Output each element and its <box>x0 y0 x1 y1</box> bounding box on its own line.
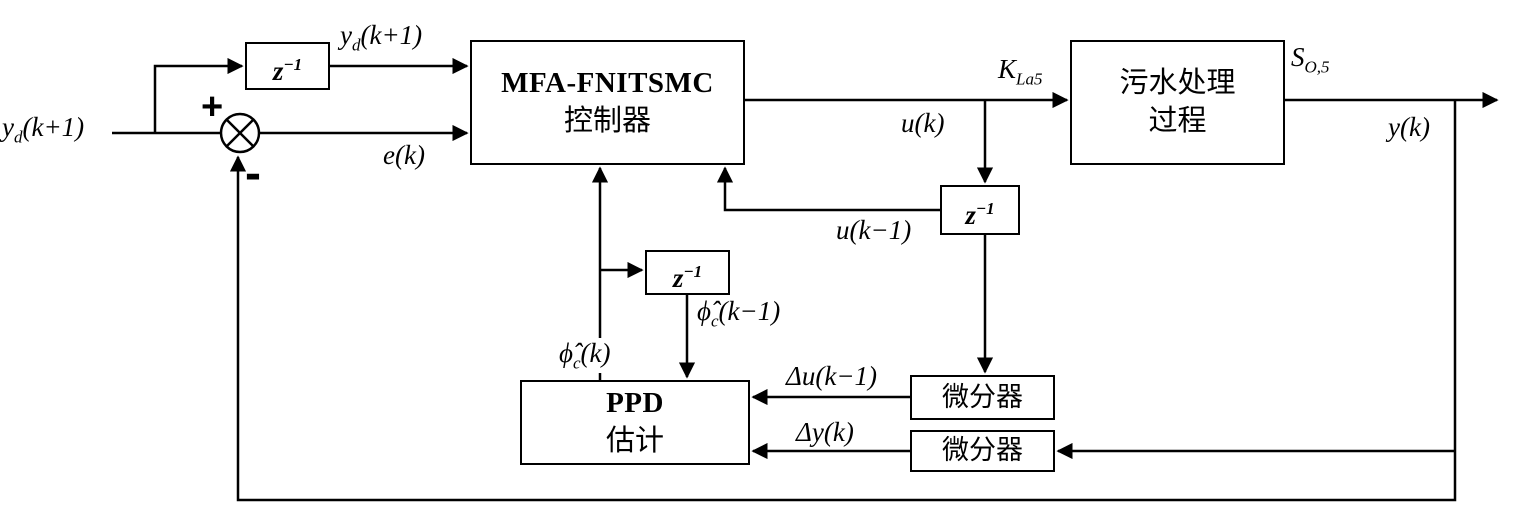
label-setpoint-input: yd(k+1) <box>2 112 85 147</box>
process-block: 污水处理 过程 <box>1070 40 1285 165</box>
delay-u-symbol: z <box>965 200 976 230</box>
line-setpoint-to-delay <box>153 57 244 133</box>
label-delta-u: Δu(k−1) <box>786 361 878 391</box>
process-name-line2: 过程 <box>1148 104 1207 137</box>
delay-yd-exponent: −1 <box>283 55 303 74</box>
label-output-signal: y(k) <box>1388 112 1430 142</box>
ppd-name-cn: 估计 <box>605 424 664 457</box>
process-name-line1: 污水处理 <box>1119 66 1236 99</box>
label-phi: ϕ̂c(k) <box>556 338 614 374</box>
controller-name-cn: 控制器 <box>563 104 651 137</box>
delay-block-yd: z−1 <box>245 42 330 90</box>
label-error-signal: e(k) <box>383 140 425 170</box>
label-so5: SO,5 <box>1291 42 1330 77</box>
line-uprev-to-controller <box>716 166 940 212</box>
controller-name: MFA-FNITSMC <box>501 66 714 99</box>
plus-sign: + <box>201 86 224 128</box>
label-control-prev: u(k−1) <box>836 215 912 245</box>
delay-phi-symbol: z <box>672 263 684 293</box>
differentiator-u-block: 微分器 <box>910 375 1055 420</box>
delay-u-exponent: −1 <box>975 199 995 218</box>
label-setpoint-delayed: yd(k+1) <box>340 20 423 55</box>
line-output-feedback <box>229 100 1457 502</box>
delay-block-u: z−1 <box>940 185 1020 235</box>
differentiator-y-label: 微分器 <box>942 435 1023 466</box>
controller-block: MFA-FNITSMC 控制器 <box>470 40 745 165</box>
ppd-name: PPD <box>606 386 664 419</box>
delay-block-phi: z−1 <box>645 250 730 295</box>
delay-yd-symbol: z <box>272 56 284 86</box>
label-delta-y: Δy(k) <box>796 417 854 447</box>
label-kla5: KLa5 <box>998 54 1043 89</box>
delay-phi-exponent: −1 <box>683 262 703 281</box>
ppd-estimator-block: PPD 估计 <box>520 380 750 465</box>
junction-cross-2 <box>225 118 255 148</box>
differentiator-y-block: 微分器 <box>910 430 1055 472</box>
minus-sign: - <box>245 147 261 200</box>
label-phi-prev: ϕ̂c(k−1) <box>697 296 781 331</box>
differentiator-u-label: 微分器 <box>942 381 1023 412</box>
label-control-signal: u(k) <box>901 108 945 138</box>
